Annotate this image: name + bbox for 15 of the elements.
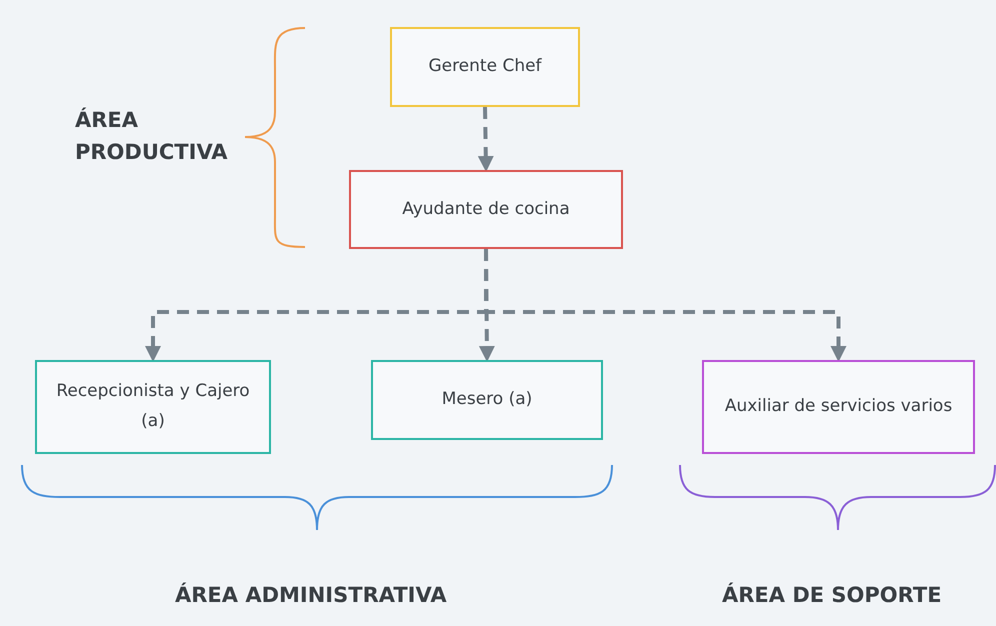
role-box (349, 170, 623, 249)
role-title: Auxiliar de servicios varios (724, 395, 952, 418)
dashed-arrow (484, 249, 846, 362)
area-label: ÁREA PRODUCTIVA (75, 106, 229, 166)
area-label: ÁREA ADMINISTRATIVA (175, 582, 448, 609)
role-title: Ayudante de cocina (402, 198, 570, 221)
dashed-arrow (478, 106, 494, 172)
area-label: ÁREA DE SOPORTE (722, 582, 943, 609)
role-title: Mesero (a) (442, 388, 532, 412)
role-title: Recepcionista y Cajero (a) (55, 380, 251, 433)
role-title: Gerente Chef (428, 55, 542, 78)
role-box (35, 360, 271, 454)
role-box (371, 360, 603, 440)
role-box (390, 27, 580, 107)
role-box (702, 360, 975, 454)
